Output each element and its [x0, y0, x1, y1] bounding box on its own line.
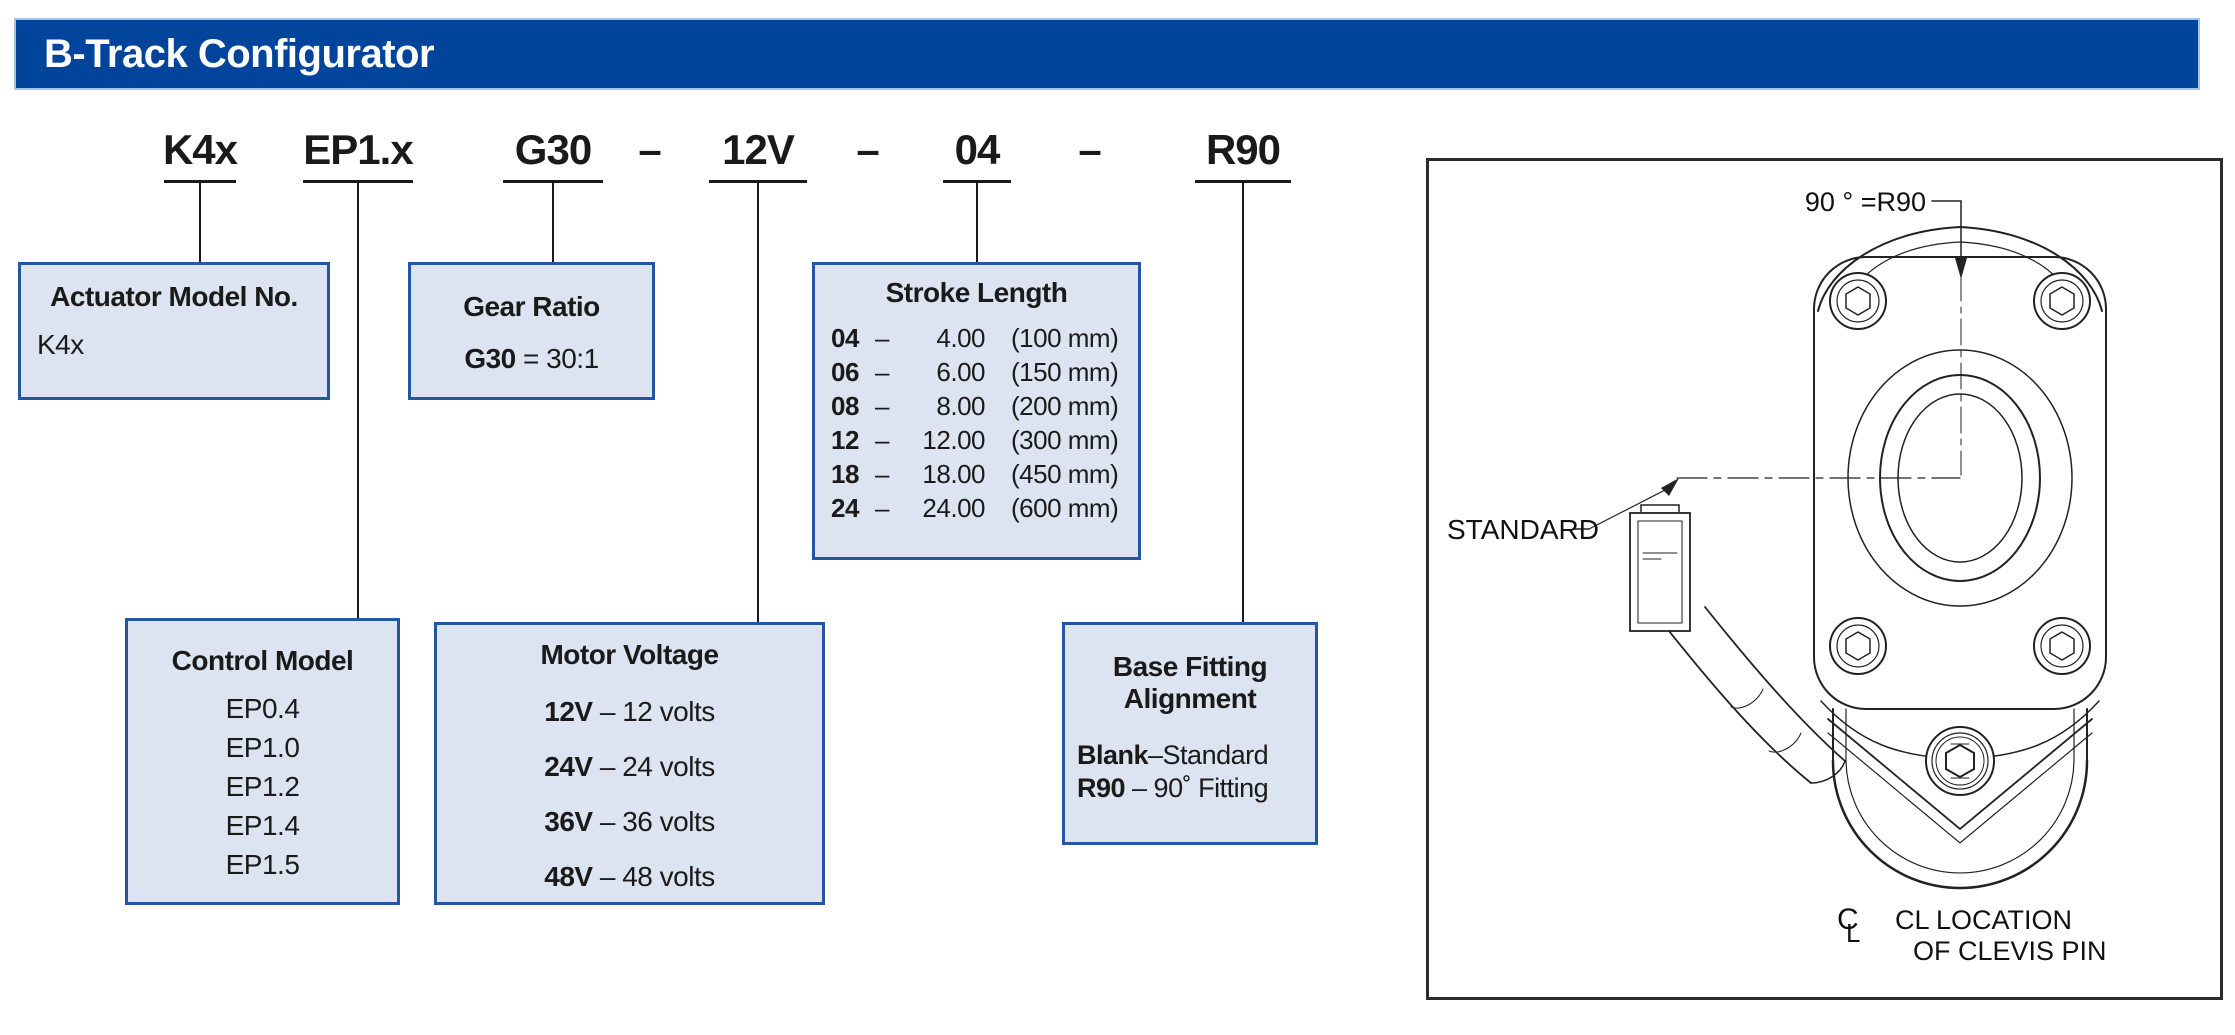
connector-line-control [357, 183, 359, 618]
gear-ratio-value: G30 = 30:1 [411, 343, 652, 375]
technical-drawing: 90 ° =R90 STANDARD C L CL LOCATION OF CL… [1426, 158, 2223, 1000]
control-model-box: Control Model EP0.4 EP1.0 EP1.2 EP1.4 EP… [125, 618, 400, 905]
connector-line-actuator [199, 183, 201, 262]
stroke-row: 12–12.00(300 mm) [831, 425, 1119, 455]
part-separator: – [638, 126, 662, 173]
segment-underline [1195, 180, 1291, 183]
part-segment-base-fitting: R90 [1173, 126, 1313, 183]
segment-underline [303, 180, 413, 183]
stroke-row: 18–18.00(450 mm) [831, 459, 1119, 489]
base-fitting-options: Blank–Standard R90 – 90˚ Fitting [1065, 739, 1315, 805]
part-segment-motor-voltage: 12V [688, 126, 828, 183]
control-model-options: EP0.4 EP1.0 EP1.2 EP1.4 EP1.5 [128, 689, 397, 884]
control-option: EP1.4 [225, 810, 300, 841]
svg-text:C: C [1837, 903, 1859, 936]
segment-underline [503, 180, 603, 183]
stroke-row: 04–4.00(100 mm) [831, 323, 1119, 353]
stroke-length-box: Stroke Length 04–4.00(100 mm) 06–6.00(15… [812, 262, 1141, 560]
cl-note-line1: CL LOCATION [1895, 905, 2072, 935]
down-arrow-icon [1955, 258, 1967, 279]
part-code: K4x [162, 126, 238, 173]
standard-label: STANDARD [1447, 514, 1599, 545]
bolt-hole [1829, 617, 1887, 675]
part-code: 12V [722, 126, 795, 173]
voltage-option: 12V – 12 volts [544, 696, 715, 727]
voltage-option: 36V – 36 volts [544, 806, 715, 837]
box-title: Motor Voltage [540, 639, 719, 670]
stroke-row: 08–8.00(200 mm) [831, 391, 1119, 421]
segment-underline [943, 180, 1011, 183]
control-option: EP1.0 [225, 732, 300, 763]
part-code: 04 [954, 126, 1001, 173]
bolt-hole [2033, 617, 2091, 675]
leader-arrow-icon [1661, 478, 1679, 496]
segment-underline [709, 180, 807, 183]
actuator-top-view: 90 ° =R90 STANDARD C L CL LOCATION OF CL… [1447, 187, 2107, 966]
control-option: EP0.4 [225, 693, 300, 724]
base-fitting-box: Base Fitting Alignment Blank–Standard R9… [1062, 622, 1318, 845]
part-code: EP1.x [303, 126, 413, 173]
base-option: R90 – 90˚ Fitting [1077, 773, 1269, 803]
bolt-hole [1829, 272, 1887, 330]
voltage-option: 24V – 24 volts [544, 751, 715, 782]
part-segment-control-model: EP1.x [288, 126, 428, 183]
voltage-option: 48V – 48 volts [544, 861, 715, 892]
box-title: Actuator Model No. [50, 281, 298, 312]
centerline-symbol: C L [1837, 903, 1860, 948]
cl-note-line2: OF CLEVIS PIN [1913, 936, 2107, 966]
part-segment-stroke-length: 04 [917, 126, 1037, 183]
part-segment-gear-ratio: G30 [483, 126, 623, 183]
connector-line-base [1242, 183, 1244, 622]
connector-cable [1629, 504, 1846, 784]
page-title: B-Track Configurator [44, 31, 435, 76]
bolt-holes [1829, 272, 2091, 675]
stroke-length-rows: 04–4.00(100 mm) 06–6.00(150 mm) 08–8.00(… [815, 321, 1138, 525]
connector-line-gear [552, 183, 554, 262]
control-option: EP1.5 [225, 849, 300, 880]
connector-line-stroke [976, 183, 978, 262]
segment-underline [164, 180, 236, 183]
box-title: Base Fitting Alignment [1112, 651, 1268, 714]
part-code: R90 [1205, 126, 1281, 173]
actuator-model-box: Actuator Model No. K4x [18, 262, 330, 400]
actuator-model-value: K4x [37, 329, 84, 360]
standard-leader [1572, 477, 1961, 530]
r90-callout-label: 90 ° =R90 [1805, 187, 1926, 217]
box-title: Control Model [171, 645, 354, 676]
gear-ratio-box: Gear Ratio G30 = 30:1 [408, 262, 655, 400]
part-code: G30 [514, 126, 592, 173]
bolt-hole [2033, 272, 2091, 330]
header-bar: B-Track Configurator [14, 18, 2200, 90]
part-separator: – [856, 126, 880, 173]
box-title: Gear Ratio [463, 291, 600, 322]
part-separator: – [1078, 126, 1102, 173]
clevis-end [1827, 708, 2093, 890]
stroke-row: 24–24.00(600 mm) [831, 493, 1119, 523]
motor-voltage-box: Motor Voltage 12V – 12 volts 24V – 24 vo… [434, 622, 825, 905]
svg-text:L: L [1846, 918, 1860, 948]
box-title: Stroke Length [885, 277, 1068, 308]
control-option: EP1.2 [225, 771, 300, 802]
base-option: Blank–Standard [1077, 740, 1269, 770]
part-segment-actuator-model: K4x [140, 126, 260, 183]
stroke-row: 06–6.00(150 mm) [831, 357, 1119, 387]
gear-desc: = 30:1 [523, 343, 599, 374]
clevis-hex-bolt [1925, 726, 1995, 796]
connector-line-voltage [757, 183, 759, 622]
drawing-linework [1572, 200, 2107, 890]
gear-code: G30 [464, 343, 516, 374]
